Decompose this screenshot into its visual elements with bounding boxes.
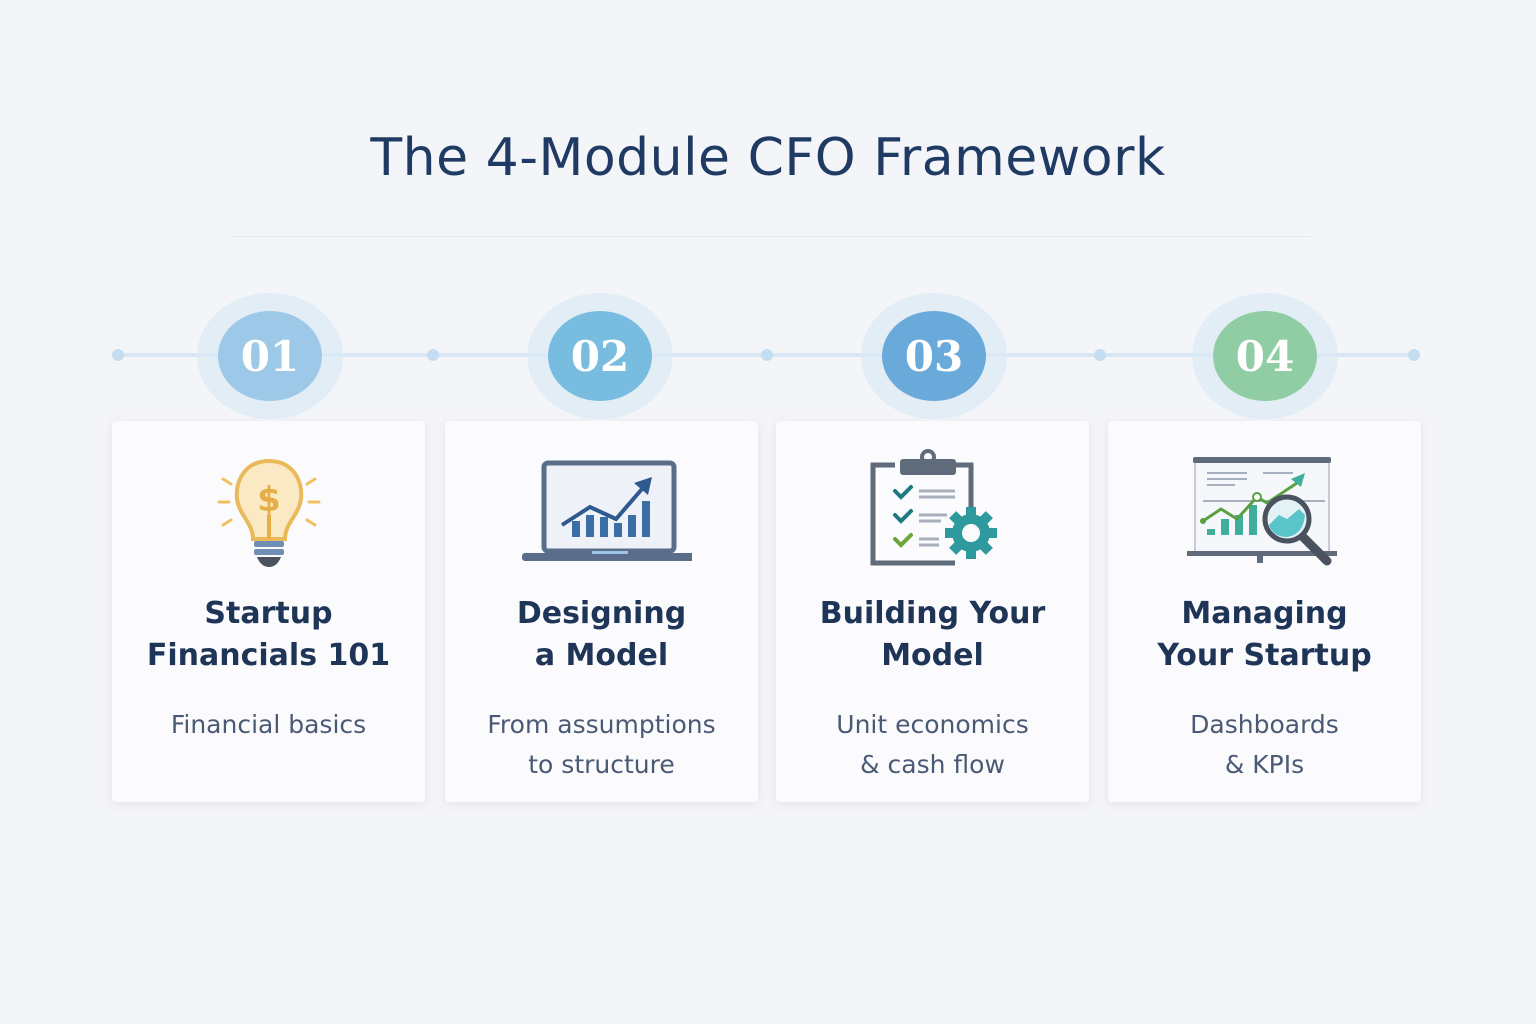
module-title-line: Financials 101: [146, 638, 391, 673]
dashboard-magnifier-icon: [1186, 457, 1337, 566]
module-subtitle: Unit economics & cash flow: [776, 705, 1089, 785]
module-title-line: Managing: [1181, 596, 1348, 631]
title-divider: [230, 236, 1310, 237]
module-title-line: Building Your: [819, 596, 1046, 631]
module-number-badge: 02: [548, 311, 652, 401]
module-title-line: Designing: [516, 596, 687, 631]
module-subtitle: Dashboards & KPIs: [1108, 705, 1421, 785]
lightbulb-dollar-icon: $: [217, 458, 320, 567]
module-number-badge: 01: [218, 311, 322, 401]
module-title-line: Startup: [204, 596, 333, 631]
timeline-dot: [112, 349, 124, 361]
module-subtitle-line: Financial basics: [170, 710, 367, 739]
module-title: Designing a Model: [445, 593, 758, 677]
module-title-line: Your Startup: [1157, 638, 1372, 673]
module-card-4: Managing Your Startup Dashboards & KPIs: [1108, 421, 1421, 802]
module-number-badge: 03: [882, 311, 986, 401]
timeline-dot: [1408, 349, 1420, 361]
module-subtitle-line: to structure: [528, 750, 675, 779]
module-title: Startup Financials 101: [112, 593, 425, 677]
timeline-dot: [1094, 349, 1106, 361]
module-subtitle-line: Dashboards: [1190, 710, 1339, 739]
module-title: Building Your Model: [776, 593, 1089, 677]
module-subtitle-line: & KPIs: [1224, 750, 1305, 779]
module-subtitle: From assumptions to structure: [445, 705, 758, 785]
timeline-dot: [427, 349, 439, 361]
module-card-1: $ Startup Financials 101 Financial basic…: [112, 421, 425, 802]
module-title-line: Model: [881, 638, 984, 673]
module-card-2: Designing a Model From assumptions to st…: [445, 421, 758, 802]
module-number-badge: 04: [1213, 311, 1317, 401]
module-title-line: a Model: [534, 638, 669, 673]
module-subtitle-line: & cash flow: [860, 750, 1005, 779]
module-card-3: Building Your Model Unit economics & cas…: [776, 421, 1089, 802]
svg-text:$: $: [257, 480, 281, 520]
page-title: The 4-Module CFO Framework: [370, 128, 1166, 188]
laptop-chart-icon: [521, 460, 692, 561]
timeline-dot: [761, 349, 773, 361]
module-subtitle: Financial basics: [112, 705, 425, 745]
module-title: Managing Your Startup: [1108, 593, 1421, 677]
module-subtitle-line: From assumptions: [487, 710, 716, 739]
module-subtitle-line: Unit economics: [836, 710, 1029, 739]
clipboard-gear-icon: [870, 449, 997, 579]
